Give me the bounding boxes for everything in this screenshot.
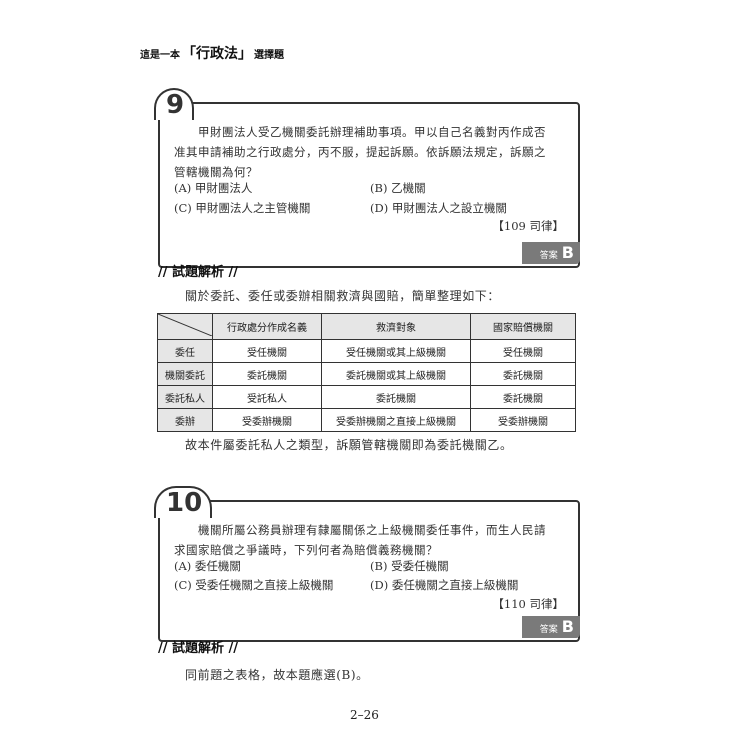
- table-corner-cell: [157, 313, 213, 340]
- table-cell: 受託私人: [212, 385, 322, 409]
- table-header-cell: 救濟對象: [321, 313, 471, 340]
- question-number: 10: [154, 486, 213, 518]
- running-header: 這是一本「行政法」選擇題: [140, 43, 284, 63]
- table-cell: 委託機關: [470, 362, 576, 386]
- table-cell: 委託機關或其上級機關: [321, 362, 471, 386]
- table-cell: 受任機關: [470, 339, 576, 363]
- table-row-label: 委任: [157, 339, 213, 363]
- option-a: (A) 甲財團法人: [174, 181, 253, 195]
- question-line: 機關所屬公務員辦理有隸屬關係之上級機關委任事件，而生人民請: [174, 523, 546, 537]
- table-cell: 受委辦機關之直接上級機關: [321, 408, 471, 432]
- option-d: (D) 委任機關之直接上級機關: [370, 578, 519, 592]
- table-cell: 受任機關: [212, 339, 322, 363]
- table-header-cell: 國家賠償機關: [470, 313, 576, 340]
- question-line: 求國家賠償之爭議時，下列何者為賠償義務機關？: [174, 543, 438, 557]
- diagonal-line: [157, 313, 213, 337]
- table-cell: 委託機關: [212, 362, 322, 386]
- analysis-title: // 試題解析 //: [158, 265, 239, 280]
- table-row: 委託私人 受託私人 委託機關 委託機關: [157, 385, 576, 409]
- question-number: 9: [154, 88, 195, 120]
- question-line: 管轄機關為何？: [174, 165, 258, 179]
- answer-letter: B: [561, 617, 574, 636]
- option-c: (C) 受委任機關之直接上級機關: [174, 578, 334, 592]
- option-a: (A) 委任機關: [174, 559, 241, 573]
- table-cell: 委託機關: [321, 385, 471, 409]
- answer-label: 答案: [539, 251, 558, 261]
- option-c: (C) 甲財團法人之主管機關: [174, 201, 311, 215]
- table-row: 委任 受任機關 受任機關或其上級機關 受任機關: [157, 339, 576, 363]
- table-header-row: 行政處分作成名義 救濟對象 國家賠償機關: [157, 313, 576, 340]
- table-row: 委辦 受委辦機關 受委辦機關之直接上級機關 受委辦機關: [157, 408, 576, 432]
- analysis-intro: 關於委託、委任或委辦相關救濟與國賠，簡單整理如下：: [185, 289, 501, 303]
- analysis-title: // 試題解析 //: [158, 641, 239, 656]
- analysis-conclusion: 故本件屬委託私人之類型，訴願管轄機關即為委託機關乙。: [185, 438, 513, 452]
- table-row-label: 委託私人: [157, 385, 213, 409]
- question-line: 甲財團法人受乙機關委託辦理補助事項。甲以自己名義對丙作成否: [174, 125, 546, 139]
- table-row: 機關委託 委託機關 委託機關或其上級機關 委託機關: [157, 362, 576, 386]
- answer-label: 答案: [539, 625, 558, 635]
- table-row-label: 委辦: [157, 408, 213, 432]
- question-text: 甲財團法人受乙機關委託辦理補助事項。甲以自己名義對丙作成否 准其申請補助之行政處…: [174, 122, 568, 182]
- exam-source: 【110 司律】: [492, 597, 564, 611]
- exam-source: 【109 司律】: [492, 219, 564, 233]
- table-cell: 受委辦機關: [470, 408, 576, 432]
- header-pre: 這是一本: [140, 50, 180, 61]
- comparison-table: 行政處分作成名義 救濟對象 國家賠償機關 委任 受任機關 受任機關或其上級機關 …: [157, 313, 576, 432]
- table-header-cell: 行政處分作成名義: [212, 313, 322, 340]
- question-9-box: 9 甲財團法人受乙機關委託辦理補助事項。甲以自己名義對丙作成否 准其申請補助之行…: [154, 88, 580, 268]
- page-number: 2–26: [350, 708, 379, 722]
- question-10-box: 10 機關所屬公務員辦理有隸屬關係之上級機關委任事件，而生人民請 求國家賠償之爭…: [154, 486, 580, 642]
- table-cell: 受委辦機關: [212, 408, 322, 432]
- option-d: (D) 甲財團法人之設立機關: [370, 201, 507, 215]
- question-line: 准其申請補助之行政處分，丙不服，提起訴願。依訴願法規定，訴願之: [174, 145, 546, 159]
- header-post: 選擇題: [254, 50, 284, 61]
- table-cell: 委託機關: [470, 385, 576, 409]
- table-row-label: 機關委託: [157, 362, 213, 386]
- option-b: (B) 受委任機關: [370, 559, 449, 573]
- question-text: 機關所屬公務員辦理有隸屬關係之上級機關委任事件，而生人民請 求國家賠償之爭議時，…: [174, 520, 568, 560]
- option-b: (B) 乙機關: [370, 181, 426, 195]
- table-cell: 受任機關或其上級機關: [321, 339, 471, 363]
- analysis-text: 同前題之表格，故本題應選(B)。: [185, 668, 369, 682]
- answer-letter: B: [561, 243, 574, 262]
- header-book-title: 「行政法」: [182, 46, 252, 62]
